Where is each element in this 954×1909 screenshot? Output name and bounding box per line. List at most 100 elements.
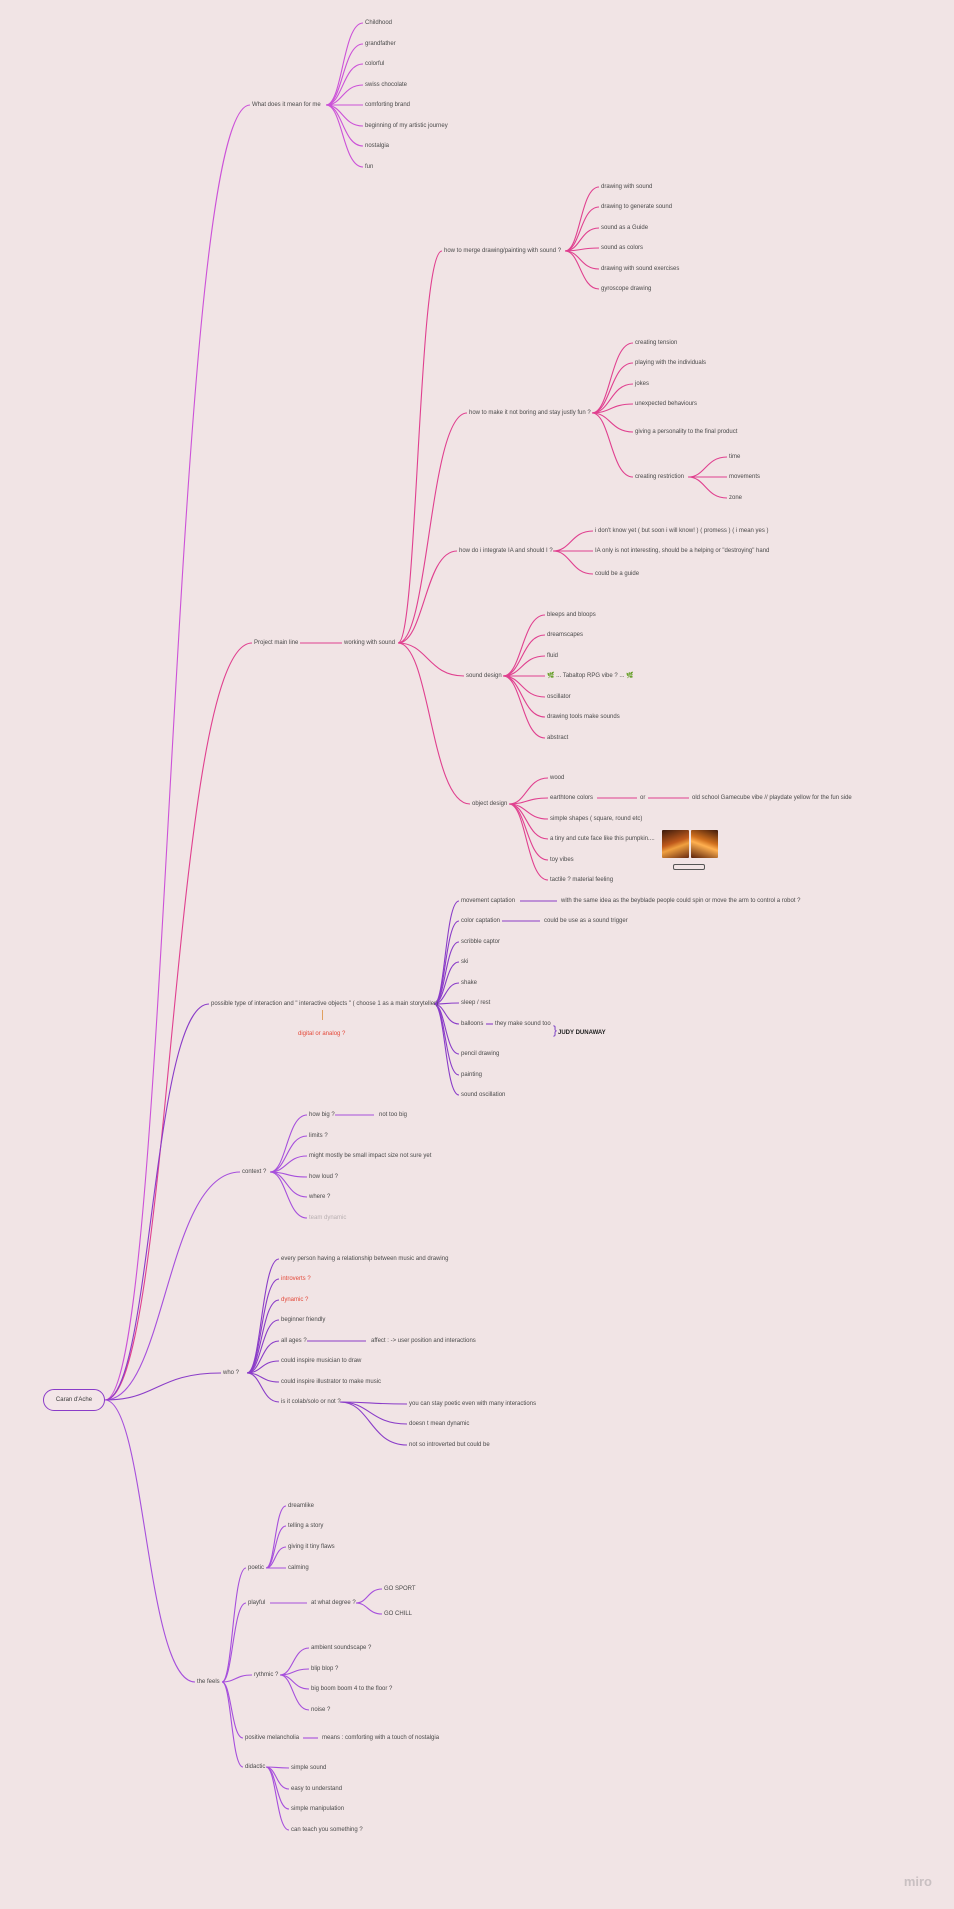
interaction-item[interactable]: color captation [461,918,501,924]
didactic-item[interactable]: simple sound [291,1765,327,1771]
melancholia-detail[interactable]: means : comforting with a touch of nosta… [322,1735,440,1741]
who-item[interactable]: could inspire musician to draw [281,1358,362,1364]
merge-item[interactable]: drawing to generate sound [601,204,673,210]
group-integrate-ia[interactable]: how do i integrate IA and should I ? [459,548,553,554]
object-design-item[interactable]: earthtone colors [550,795,594,801]
balloons-detail[interactable]: they make sound too [495,1021,551,1027]
creating-restriction-node[interactable]: creating restriction [635,474,685,480]
interaction-item[interactable]: sleep / rest [461,1000,491,1006]
gamecube-vibe-node[interactable]: old school Gamecube vibe // playdate yel… [692,795,852,801]
colab-item[interactable]: not so introverted but could be [409,1442,490,1448]
meaning-item[interactable]: fun [365,164,374,170]
or-node[interactable]: or [640,795,646,801]
group-sound-design[interactable]: sound design [466,673,502,679]
didactic-item[interactable]: simple manipulation [291,1806,345,1812]
object-design-item[interactable]: simple shapes ( square, round etc) [550,816,643,822]
branch-project-main-line[interactable]: Project main line [254,640,299,646]
rythmic-item[interactable]: big boom boom 4 to the floor ? [311,1686,393,1692]
playful-degree-item[interactable]: GO SPORT [384,1586,416,1592]
context-item[interactable]: how loud ? [309,1174,339,1180]
interaction-item[interactable]: painting [461,1072,483,1078]
poetic-item[interactable]: dreamlike [288,1503,315,1509]
not-too-big-node[interactable]: not too big [379,1112,408,1118]
who-item[interactable]: introverts ? [281,1276,311,1282]
who-item[interactable]: all ages ? [281,1338,307,1344]
image-caption-box[interactable] [673,864,705,870]
group-merge-drawing-sound[interactable]: how to merge drawing/painting with sound… [444,248,562,254]
ia-item[interactable]: could be a guide [595,571,640,577]
fun-item[interactable]: giving a personality to the final produc… [635,429,738,435]
feels-positive-melancholia[interactable]: positive melancholia [245,1735,300,1741]
restriction-item[interactable]: movements [729,474,761,480]
branch-the-feels[interactable]: the feels [197,1679,220,1685]
merge-item[interactable]: drawing with sound [601,184,653,190]
fun-item[interactable]: playing with the individuals [635,360,707,366]
poetic-item[interactable]: giving it tiny flaws [288,1544,335,1550]
playful-degree-item[interactable]: GO CHILL [384,1611,413,1617]
digital-or-analog-note[interactable]: digital or analog ? [298,1031,346,1037]
context-item[interactable]: how big ? [309,1112,335,1118]
colab-item[interactable]: doesn t mean dynamic [409,1421,470,1427]
who-item[interactable]: is it colab/solo or not ? [281,1399,341,1405]
meaning-item[interactable]: Childhood [365,20,393,26]
context-item[interactable]: limits ? [309,1133,328,1139]
sound-design-item[interactable]: abstract [547,735,569,741]
feels-playful[interactable]: playful [248,1600,266,1606]
object-design-item[interactable]: a tiny and cute face like this pumpkin..… [550,836,655,842]
meaning-item[interactable]: swiss chocolate [365,82,408,88]
meaning-item[interactable]: comforting brand [365,102,411,108]
sound-design-item[interactable]: bleeps and bloops [547,612,596,618]
colab-item[interactable]: you can stay poetic even with many inter… [409,1401,537,1407]
branch-context[interactable]: context ? [242,1169,267,1175]
rythmic-item[interactable]: ambient soundscape ? [311,1645,372,1651]
meaning-item[interactable]: grandfather [365,41,396,47]
working-with-sound-node[interactable]: working with sound [344,640,396,646]
interaction-item[interactable]: pencil drawing [461,1051,500,1057]
context-item[interactable]: might mostly be small impact size not su… [309,1153,432,1159]
interaction-item[interactable]: ski [461,959,469,965]
ia-item[interactable]: i don't know yet ( but soon i will know!… [595,528,769,534]
color-detail[interactable]: could be use as a sound trigger [544,918,628,924]
ia-item[interactable]: IA only is not interesting, should be a … [595,548,770,554]
sound-design-item[interactable]: 🌿 ... Tabaltop RPG vibe ? ... 🌿 [547,673,634,679]
didactic-item[interactable]: easy to understand [291,1786,343,1792]
merge-item[interactable]: sound as colors [601,245,644,251]
restriction-item[interactable]: zone [729,495,743,501]
who-item[interactable]: every person having a relationship betwe… [281,1256,449,1262]
context-item[interactable]: where ? [309,1194,331,1200]
interaction-item[interactable]: scribble captor [461,939,501,945]
meaning-item[interactable]: beginning of my artistic journey [365,123,448,129]
branch-who[interactable]: who ? [223,1370,240,1376]
rythmic-item[interactable]: noise ? [311,1707,331,1713]
sound-design-item[interactable]: drawing tools make sounds [547,714,620,720]
at-what-degree-node[interactable]: at what degree ? [311,1600,356,1606]
group-not-boring-fun[interactable]: how to make it not boring and stay justl… [469,410,591,416]
merge-item[interactable]: drawing with sound exercises [601,266,680,272]
fun-item[interactable]: creating tension [635,340,678,346]
group-object-design[interactable]: object design [472,801,508,807]
merge-item[interactable]: sound as a Guide [601,225,649,231]
fun-item[interactable]: jokes [635,381,650,387]
interaction-item[interactable]: movement captation [461,898,516,904]
judy-dunaway-reference[interactable]: JUDY DUNAWAY [558,1030,606,1036]
pumpkin-image-thumbnails[interactable] [662,830,718,858]
meaning-item[interactable]: nostalgia [365,143,390,149]
root-node[interactable]: Caran d'Ache [43,1389,105,1411]
feels-didactic[interactable]: didactic [245,1764,266,1770]
rythmic-item[interactable]: blip blop ? [311,1666,339,1672]
feels-rythmic[interactable]: rythmic ? [254,1672,279,1678]
feels-poetic[interactable]: poetic [248,1565,265,1571]
context-item[interactable]: team dynamic [309,1215,347,1221]
who-item[interactable]: could inspire illustrator to make music [281,1379,382,1385]
branch-interaction-types[interactable]: possible type of interaction and " inter… [211,1001,439,1007]
object-design-item[interactable]: tactile ? material feeling [550,877,614,883]
didactic-item[interactable]: can teach you something ? [291,1827,363,1833]
interaction-item[interactable]: balloons [461,1021,484,1027]
object-design-item[interactable]: toy vibes [550,857,574,863]
branch-what-does-it-mean[interactable]: What does it mean for me [252,102,321,108]
poetic-item[interactable]: calming [288,1565,309,1571]
interaction-item[interactable]: shake [461,980,478,986]
who-item[interactable]: dynamic ? [281,1297,309,1303]
sound-design-item[interactable]: oscillator [547,694,571,700]
object-design-item[interactable]: wood [550,775,565,781]
